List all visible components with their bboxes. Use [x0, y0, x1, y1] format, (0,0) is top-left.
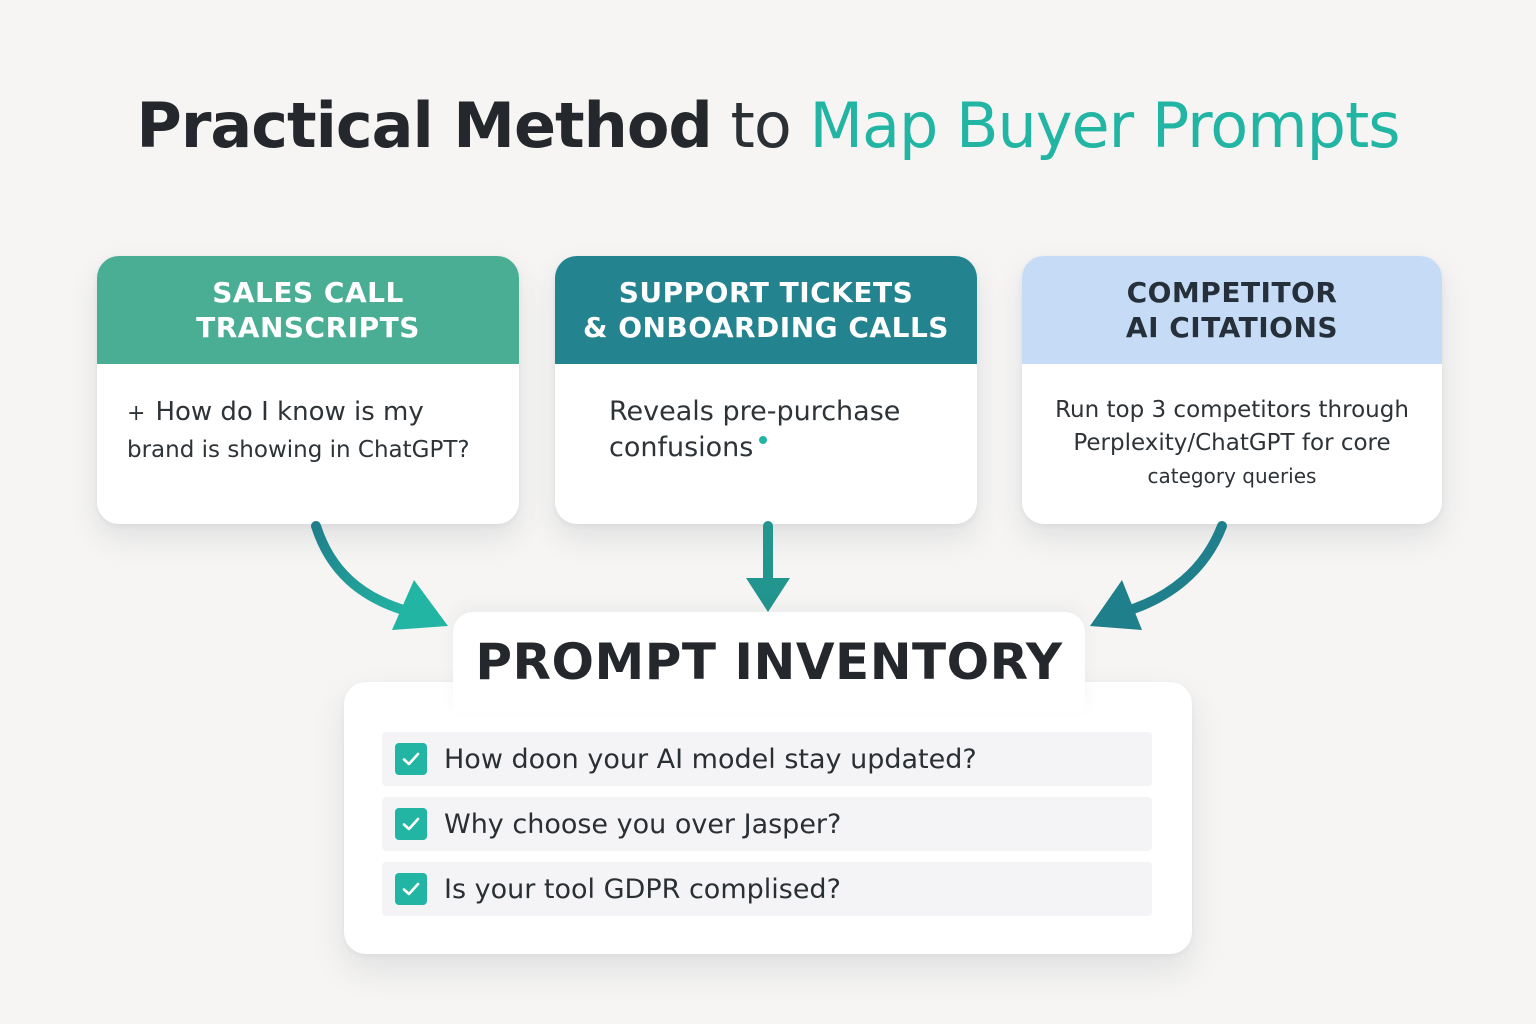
list-item: How doon your AI model stay updated? [382, 732, 1152, 786]
list-item-text: How doon your AI model stay updated? [444, 743, 977, 775]
checkbox-checked-icon[interactable] [395, 743, 427, 775]
source-card-body-line: category queries [1147, 464, 1317, 488]
prompt-inventory-list: How doon your AI model stay updated? Why… [382, 732, 1152, 927]
source-card-text: How do I know is my [155, 397, 424, 427]
title-part-accent: Map Buyer Prompts [809, 89, 1400, 162]
list-item-text: Why choose you over Jasper? [444, 808, 842, 840]
source-card-header: SUPPORT TICKETS & ONBOARDING CALLS [555, 256, 977, 364]
checkbox-checked-icon[interactable] [395, 873, 427, 905]
page-title: Practical Method to Map Buyer Prompts [0, 84, 1536, 168]
source-card-body: Run top 3 competitors through Perplexity… [1022, 364, 1442, 493]
source-card-body-line: confusions [609, 430, 947, 466]
source-card-title-line: COMPETITOR [1126, 276, 1338, 309]
source-card-title-line: & ONBOARDING CALLS [583, 311, 949, 344]
source-card-title-line: SUPPORT TICKETS [618, 276, 914, 309]
source-card-title-line: SALES CALL [212, 276, 404, 309]
source-card-body-line: + How do I know is my [127, 394, 489, 432]
source-card-body-line: Run top 3 competitors through [1055, 397, 1409, 423]
title-part-connector: to [711, 89, 810, 162]
source-card-text: confusions [609, 432, 754, 463]
source-card-body-line: brand is showing in ChatGPT? [127, 437, 470, 463]
source-card-body: + How do I know is my brand is showing in… [97, 364, 519, 468]
list-item: Is your tool GDPR complised? [382, 862, 1152, 916]
source-card-title-line: AI CITATIONS [1125, 311, 1339, 344]
list-item-text: Is your tool GDPR complised? [444, 873, 841, 905]
source-card-sales-calls: SALES CALL TRANSCRIPTS + How do I know is… [97, 256, 519, 524]
source-card-body-line: Reveals pre-purchase [609, 396, 901, 427]
curved-arrow-icon [1090, 521, 1227, 630]
source-card-support-tickets: SUPPORT TICKETS & ONBOARDING CALLS Revea… [555, 256, 977, 524]
source-card-header: SALES CALL TRANSCRIPTS [97, 256, 519, 364]
list-item: Why choose you over Jasper? [382, 797, 1152, 851]
prompt-inventory-title: PROMPT INVENTORY [475, 633, 1063, 691]
arrow-down-icon [746, 521, 790, 612]
checkbox-checked-icon[interactable] [395, 808, 427, 840]
curved-arrow-icon [311, 521, 448, 630]
source-card-competitor-citations: COMPETITOR AI CITATIONS Run top 3 compet… [1022, 256, 1442, 524]
prompt-inventory-header: PROMPT INVENTORY [453, 612, 1085, 712]
source-card-body: Reveals pre-purchase confusions [555, 364, 977, 466]
source-card-title-line: TRANSCRIPTS [196, 311, 420, 344]
dot-icon [759, 436, 768, 444]
source-card-header: COMPETITOR AI CITATIONS [1022, 256, 1442, 364]
title-part-bold: Practical Method [136, 89, 712, 162]
source-card-body-line: Perplexity/ChatGPT for core [1073, 430, 1391, 456]
plus-icon: + [127, 401, 146, 426]
